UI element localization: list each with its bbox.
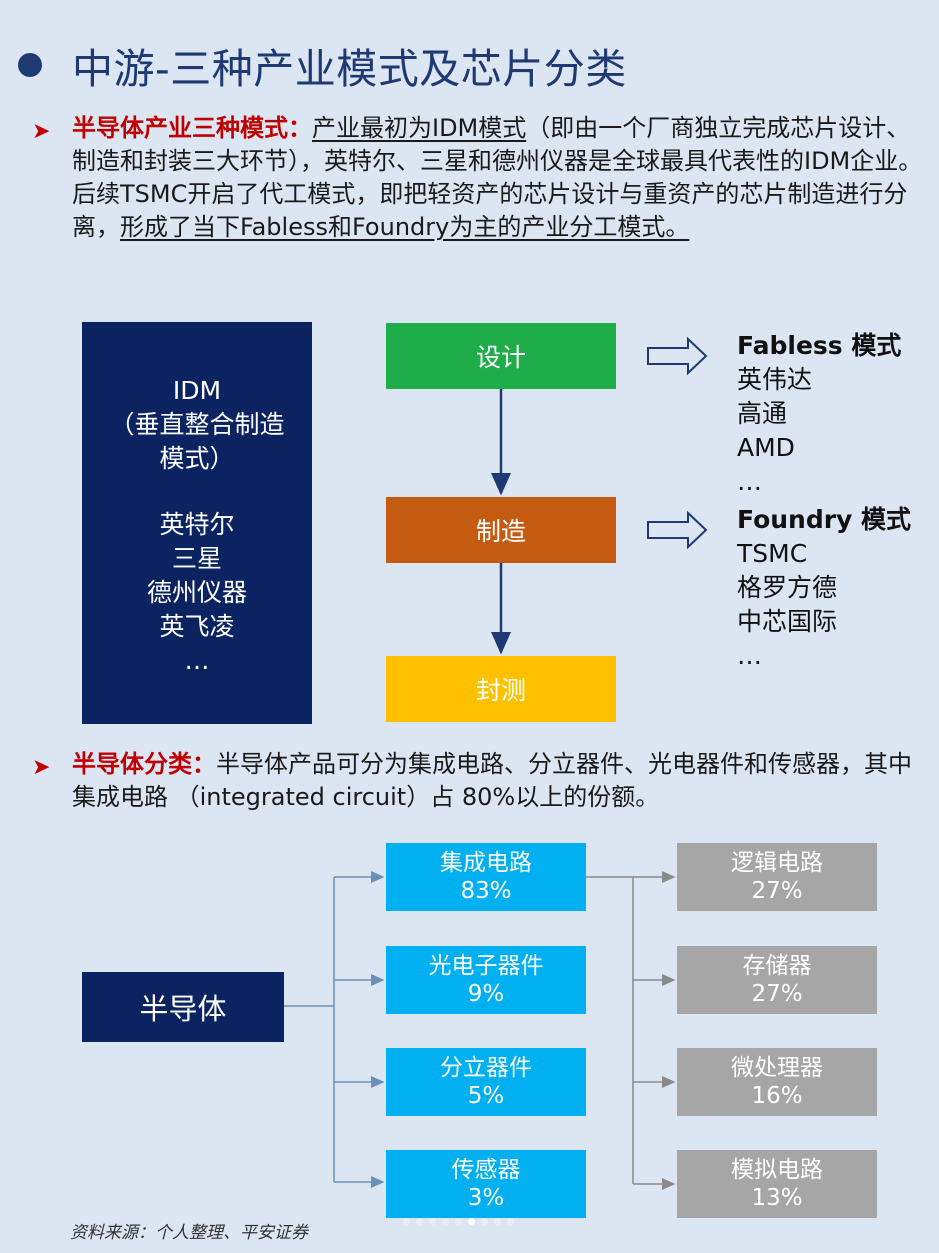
fabless-title: Fabless 模式 [737, 331, 902, 360]
step-design: 设计 [386, 323, 616, 389]
step-packaging-testing: 封测 [386, 656, 616, 722]
industry-models-heading: 半导体产业三种模式： [72, 114, 312, 142]
page-dot[interactable] [494, 1218, 501, 1225]
ic-type-name: 逻辑电路 [731, 850, 823, 876]
idm-desc-line1: （垂直整合制造 [109, 410, 285, 439]
tree-root-node: 半导体 [82, 972, 284, 1042]
industry-models-body: （即由一个厂商独立完成芯片设计、制造和封装三大环节），英特尔、三星和德州仪器是全… [72, 114, 923, 241]
industry-models-conclusion: 形成了当下Fabless和Foundry为主的产业分工模式。 [120, 213, 690, 241]
ic-type-name: 模拟电路 [731, 1157, 823, 1183]
fabless-company: 英伟达 [737, 365, 813, 394]
category-name: 集成电路 [440, 850, 532, 876]
foundry-company: TSMC [737, 539, 808, 568]
foundry-mode-list: Foundry 模式 TSMC 格罗方德 中芯国际 … [737, 503, 911, 673]
arrow-bullet-icon: ➤ [32, 755, 51, 780]
idm-company: 三星 [171, 544, 222, 573]
category-share: 83% [460, 878, 512, 904]
ic-type-node: 微处理器 16% [677, 1048, 877, 1116]
ic-type-share: 27% [751, 878, 803, 904]
page-indicator[interactable] [403, 1218, 514, 1225]
category-name: 传感器 [451, 1157, 521, 1183]
category-node: 光电子器件 9% [386, 946, 586, 1014]
tree-root-label: 半导体 [139, 992, 227, 1026]
fabless-company: AMD [737, 433, 795, 462]
category-node: 集成电路 83% [386, 843, 586, 911]
category-node: 传感器 3% [386, 1150, 586, 1218]
fabless-mode-list: Fabless 模式 英伟达 高通 AMD … [737, 329, 901, 499]
idm-label: IDM [172, 376, 222, 405]
ic-type-name: 微处理器 [731, 1055, 823, 1081]
idm-company-ellipsis: … [184, 646, 210, 675]
classification-paragraph: 半导体分类：半导体产品可分为集成电路、分立器件、光电器件和传感器，其中集成电路 … [72, 748, 932, 814]
idm-mode-box: IDM （垂直整合制造 模式） 英特尔 三星 德州仪器 英飞凌 … [82, 322, 312, 724]
arrow-bullet-icon: ➤ [32, 119, 51, 144]
category-node: 分立器件 5% [386, 1048, 586, 1116]
fabless-company: 高通 [737, 399, 788, 428]
page-dot-active[interactable] [468, 1218, 475, 1225]
idm-company: 英特尔 [159, 510, 235, 539]
foundry-company: 中芯国际 [737, 607, 838, 636]
classification-heading: 半导体分类： [72, 750, 216, 778]
fabless-hollow-arrow-icon [647, 336, 708, 376]
idm-origin-text: 产业最初为IDM模式 [312, 114, 527, 142]
industry-models-paragraph: 半导体产业三种模式：产业最初为IDM模式（即由一个厂商独立完成芯片设计、制造和封… [72, 112, 932, 244]
ic-type-share: 13% [751, 1185, 803, 1211]
page-dot[interactable] [481, 1218, 488, 1225]
page-dot[interactable] [442, 1218, 449, 1225]
section-industry-models: ➤ 半导体产业三种模式：产业最初为IDM模式（即由一个厂商独立完成芯片设计、制造… [32, 112, 932, 244]
ic-type-share: 16% [751, 1083, 803, 1109]
ic-type-node: 模拟电路 13% [677, 1150, 877, 1218]
category-name: 光电子器件 [428, 953, 544, 979]
category-share: 3% [467, 1185, 505, 1211]
ic-type-node: 逻辑电路 27% [677, 843, 877, 911]
category-share: 9% [467, 981, 505, 1007]
classification-body: 半导体产品可分为集成电路、分立器件、光电器件和传感器，其中集成电路 （integ… [72, 750, 912, 811]
foundry-company: 格罗方德 [737, 573, 838, 602]
fabless-ellipsis: … [737, 467, 762, 496]
page-dot[interactable] [507, 1218, 514, 1225]
source-note: 资料来源：个人整理、平安证券 [70, 1223, 308, 1243]
page-dot[interactable] [416, 1218, 423, 1225]
category-name: 分立器件 [440, 1055, 532, 1081]
foundry-title: Foundry 模式 [737, 505, 912, 534]
section-classification: ➤ 半导体分类：半导体产品可分为集成电路、分立器件、光电器件和传感器，其中集成电… [32, 748, 932, 814]
page-title-row: 中游-三种产业模式及芯片分类 [18, 30, 627, 100]
page-dot[interactable] [429, 1218, 436, 1225]
step-manufacturing: 制造 [386, 497, 616, 563]
page-dot[interactable] [403, 1218, 410, 1225]
title-bullet [18, 53, 42, 77]
page-dot[interactable] [455, 1218, 462, 1225]
foundry-hollow-arrow-icon [647, 510, 708, 550]
tree-connectors [284, 871, 676, 1190]
ic-type-node: 存储器 27% [677, 946, 877, 1014]
foundry-ellipsis: … [737, 641, 762, 670]
page-title: 中游-三种产业模式及芯片分类 [72, 45, 627, 93]
idm-company: 英飞凌 [159, 612, 235, 641]
ic-type-share: 27% [751, 981, 803, 1007]
idm-company: 德州仪器 [146, 578, 247, 607]
ic-type-name: 存储器 [742, 953, 812, 979]
idm-desc-line2: 模式） [159, 444, 235, 473]
category-share: 5% [467, 1083, 505, 1109]
